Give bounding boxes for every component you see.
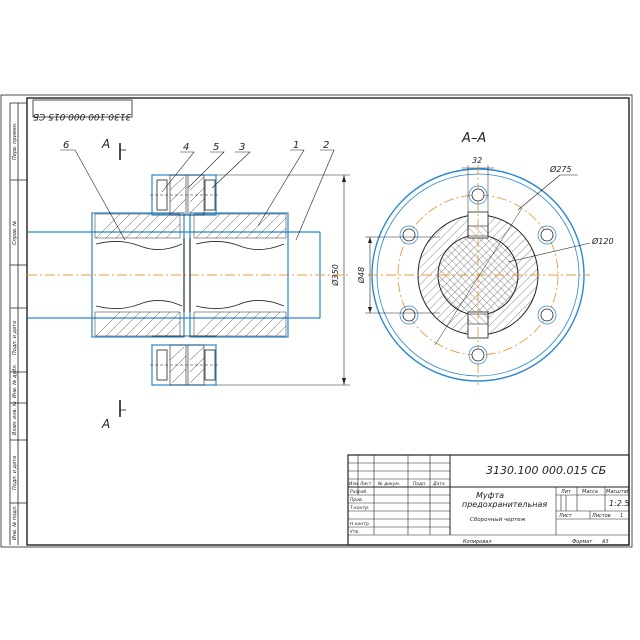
margin-label-0: Перв. примен.	[12, 122, 18, 160]
margin-label-3: Инв. № дубл.	[12, 364, 18, 398]
row-label-sign: Подп.	[413, 481, 427, 487]
row-label-date: Дата	[432, 481, 445, 487]
bolt-hole	[540, 228, 554, 242]
format-value: А3	[601, 539, 609, 545]
product-name-line1: Муфта	[476, 491, 504, 500]
row-label-izm: Изм	[349, 481, 359, 487]
sheet-label: Лист	[558, 513, 573, 519]
role-checker: Пров.	[350, 497, 363, 503]
product-name-line2: предохранительная	[462, 500, 547, 509]
bolt-hole	[471, 348, 485, 362]
margin-label-5: Подп. и дата	[12, 456, 18, 490]
inner-frame	[26, 97, 630, 546]
row-label-list: Лист	[359, 481, 372, 487]
mirrored-drawing-code: 3130.100 000.015 СБ	[33, 111, 131, 121]
sheets-value: 1	[620, 513, 623, 519]
title-block: 3130.100 000.015 СБ Муфта предохранитель…	[347, 454, 630, 546]
doc-type: Сборочный чертеж	[470, 517, 526, 523]
dim-overall-diameter: Ø350	[330, 264, 340, 287]
scale-label: Масштаб	[606, 489, 630, 495]
dim-hub-diameter: Ø120	[591, 236, 614, 246]
section-mark-bottom: А	[101, 417, 110, 431]
row-label-doc: № докум.	[377, 481, 400, 487]
lit-label: Лит	[560, 489, 572, 495]
bolt-hole	[540, 308, 554, 322]
part-number-1: 1	[293, 140, 299, 151]
part-number-5: 5	[213, 142, 219, 153]
dim-bore-diameter: Ø48	[356, 267, 366, 284]
bolt-hole	[471, 188, 485, 202]
mass-label: Масса	[582, 489, 598, 495]
margin-label-1: Справ. №	[12, 221, 18, 245]
part-number-6: 6	[63, 140, 69, 151]
part-number-2: 2	[323, 140, 329, 151]
dim-keyway-width: 32	[472, 156, 482, 165]
margin-label-2: Подп. и дата	[12, 321, 18, 355]
format-label: Формат	[572, 539, 593, 545]
section-title: А–А	[461, 131, 486, 146]
role-approved: Утв.	[350, 529, 359, 535]
role-developer: Разраб.	[350, 489, 368, 495]
sheets-label: Листов	[591, 513, 611, 519]
bolt-holes	[402, 188, 554, 362]
part-number-4: 4	[183, 142, 189, 153]
bolt-hole	[402, 228, 416, 242]
margin-label-6: Инв. № подл.	[12, 506, 18, 541]
role-tech-control: Т.контр.	[350, 505, 370, 511]
section-a-a-view: А–А	[356, 131, 614, 385]
part-number-3: 3	[239, 142, 245, 153]
margin-label-4: Взам. инв. №	[12, 401, 18, 435]
left-margin-strip: Перв. примен. Справ. № Подп. и дата Инв.…	[9, 102, 27, 545]
title-block-code: 3130.100 000.015 СБ	[486, 464, 606, 477]
scale-value: 1:2.5	[609, 499, 630, 508]
dim-bolt-circle: Ø275	[549, 164, 572, 174]
bolt-hole	[402, 308, 416, 322]
coupling-section-view: Ø350 А А 6 4 5 3 1 2	[27, 137, 350, 431]
copied-label: Копировал	[463, 539, 492, 545]
mirrored-code-box: 3130.100 000.015 СБ	[32, 99, 133, 121]
role-norm-control: Н.контр.	[350, 521, 370, 527]
section-mark-top: А	[101, 137, 110, 151]
outer-frame	[0, 94, 633, 548]
